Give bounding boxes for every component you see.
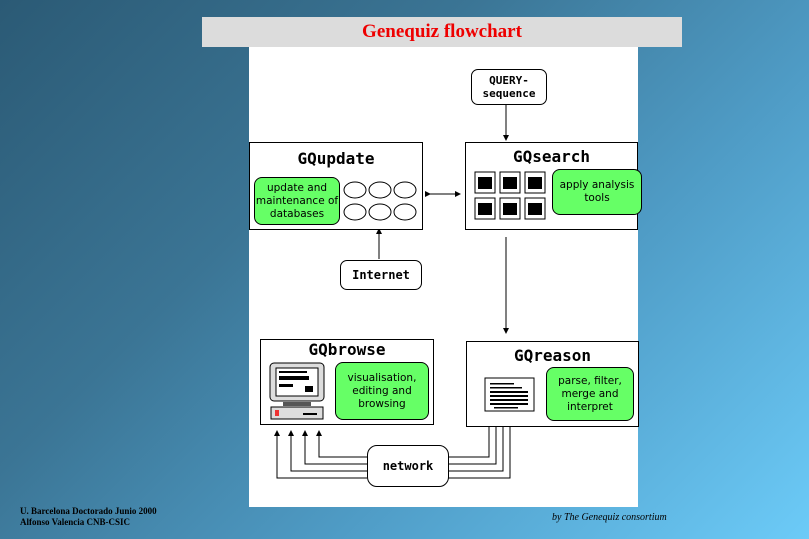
- footer-credits: U. Barcelona Doctorado Junio 2000 Alfons…: [20, 506, 157, 528]
- database-icons: [343, 181, 417, 221]
- internet-node: Internet: [340, 260, 422, 290]
- footer-line2: Alfonso Valencia CNB-CSIC: [20, 517, 131, 527]
- edge-network-to-gqbrowse: [274, 430, 367, 479]
- footer-line1: U. Barcelona Doctorado Junio 2000: [20, 506, 157, 516]
- flowchart-canvas: QUERY- sequence GQupdate update and main…: [249, 47, 642, 507]
- computer-icon: [269, 362, 325, 420]
- gqbrowse-description: visualisation, editing and browsing: [335, 362, 429, 420]
- gqreason-node: GQreason parse, filter, merge and interp…: [466, 341, 639, 427]
- query-line1: QUERY-: [489, 74, 529, 87]
- footer-attribution: by The Genequiz consortium: [552, 512, 667, 523]
- gqsearch-title: GQsearch: [512, 147, 591, 166]
- connector-lines: [274, 105, 511, 479]
- title-bar: Genequiz flowchart: [202, 17, 682, 47]
- document-icons: [474, 171, 546, 220]
- network-node: network: [367, 445, 449, 487]
- report-icon: [484, 377, 535, 412]
- gqreason-description: parse, filter, merge and interpret: [546, 367, 634, 421]
- gqsearch-node: GQsearch apply analysis tools: [465, 142, 642, 230]
- gqupdate-node: GQupdate update and maintenance of datab…: [249, 142, 423, 230]
- gqupdate-title: GQupdate: [297, 149, 375, 168]
- query-sequence-node: QUERY- sequence: [471, 69, 547, 105]
- edge-gqreason-to-network: [447, 427, 511, 479]
- gqbrowse-title: GQbrowse: [308, 340, 386, 359]
- page-title: Genequiz flowchart: [362, 21, 522, 42]
- gqsearch-description: apply analysis tools: [552, 169, 642, 215]
- gqreason-title: GQreason: [513, 346, 592, 365]
- gqbrowse-node: GQbrowse visualisation, editing and brow…: [260, 339, 434, 425]
- gqupdate-description: update and maintenance of databases: [254, 177, 340, 225]
- query-line2: sequence: [482, 87, 536, 100]
